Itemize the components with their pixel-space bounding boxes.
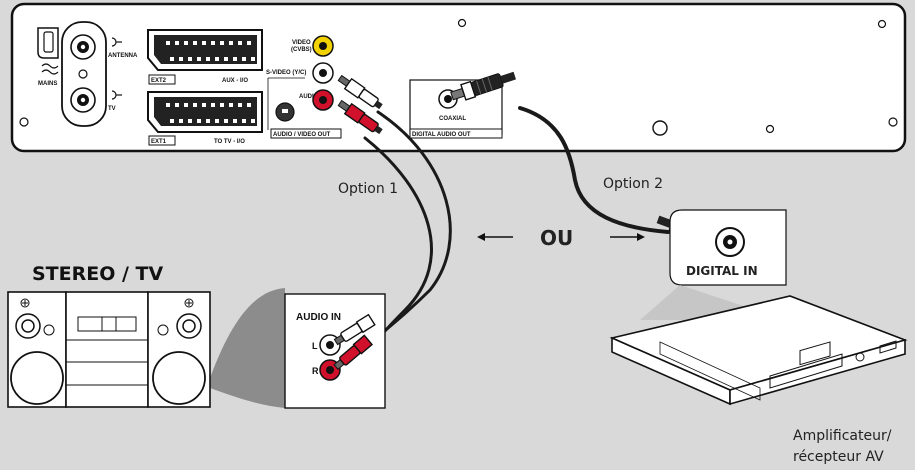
scart-ext1: EXT1 TO TV - I/O	[147, 91, 263, 146]
audio-in-r-label: R	[312, 366, 319, 376]
recorder-rear-panel: MAINS ANTENNA TV EXT2 AUX -	[10, 2, 907, 153]
svg-text:(CVBS): (CVBS)	[291, 47, 312, 53]
arrow-right-icon	[637, 233, 645, 241]
av-receiver	[609, 295, 908, 406]
audio-label: AUDIO	[299, 94, 319, 100]
rca-plugs-recorder	[337, 74, 383, 135]
coaxial-label: COAXIAL	[439, 116, 466, 122]
s-video-label: S-VIDEO (Y/C)	[266, 70, 306, 76]
ou-label: OU	[540, 226, 573, 250]
audio-video-out-label: AUDIO / VIDEO OUT	[273, 132, 331, 138]
stereo-system	[7, 288, 285, 408]
left-speaker	[7, 291, 67, 408]
antenna-tv-block: ANTENNA TV	[61, 21, 138, 127]
mains-socket: MAINS	[37, 27, 59, 87]
ou-divider: OU	[477, 226, 645, 250]
right-speaker	[147, 291, 211, 408]
audio-in-l-label: L	[312, 341, 318, 351]
audio-in-panel: AUDIO IN L R	[284, 293, 386, 409]
option1-label: Option 1	[338, 181, 398, 197]
amplifier-label-line2: récepteur AV	[793, 449, 884, 465]
aux-io-label: AUX - I/O	[222, 78, 248, 84]
ext1-label: EXT1	[151, 139, 167, 145]
amplifier-label-line1: Amplificateur/	[793, 428, 892, 444]
video-cvbs-label: VIDEO	[292, 40, 311, 46]
stereo-tv-title: STEREO / TV	[32, 263, 164, 285]
center-unit	[65, 291, 149, 408]
ext2-label: EXT2	[151, 78, 167, 84]
audio-in-label: AUDIO IN	[296, 312, 341, 323]
digital-in-label: DIGITAL IN	[686, 264, 758, 278]
antenna-label: ANTENNA	[108, 53, 138, 59]
scart-ext2: EXT2 AUX - I/O	[147, 29, 263, 85]
mains-label: MAINS	[38, 81, 57, 87]
arrow-left-icon	[477, 233, 485, 241]
digital-audio-out-label: DIGITAL AUDIO OUT	[412, 132, 471, 138]
zoom-wedge	[210, 288, 285, 408]
option2-label: Option 2	[603, 176, 663, 192]
tv-label: TV	[108, 106, 116, 112]
audio-video-out-block: VIDEO (CVBS) S-VIDEO (Y/C) AUDIO AUDIO /…	[266, 35, 342, 139]
to-tv-io-label: TO TV - I/O	[214, 139, 245, 145]
